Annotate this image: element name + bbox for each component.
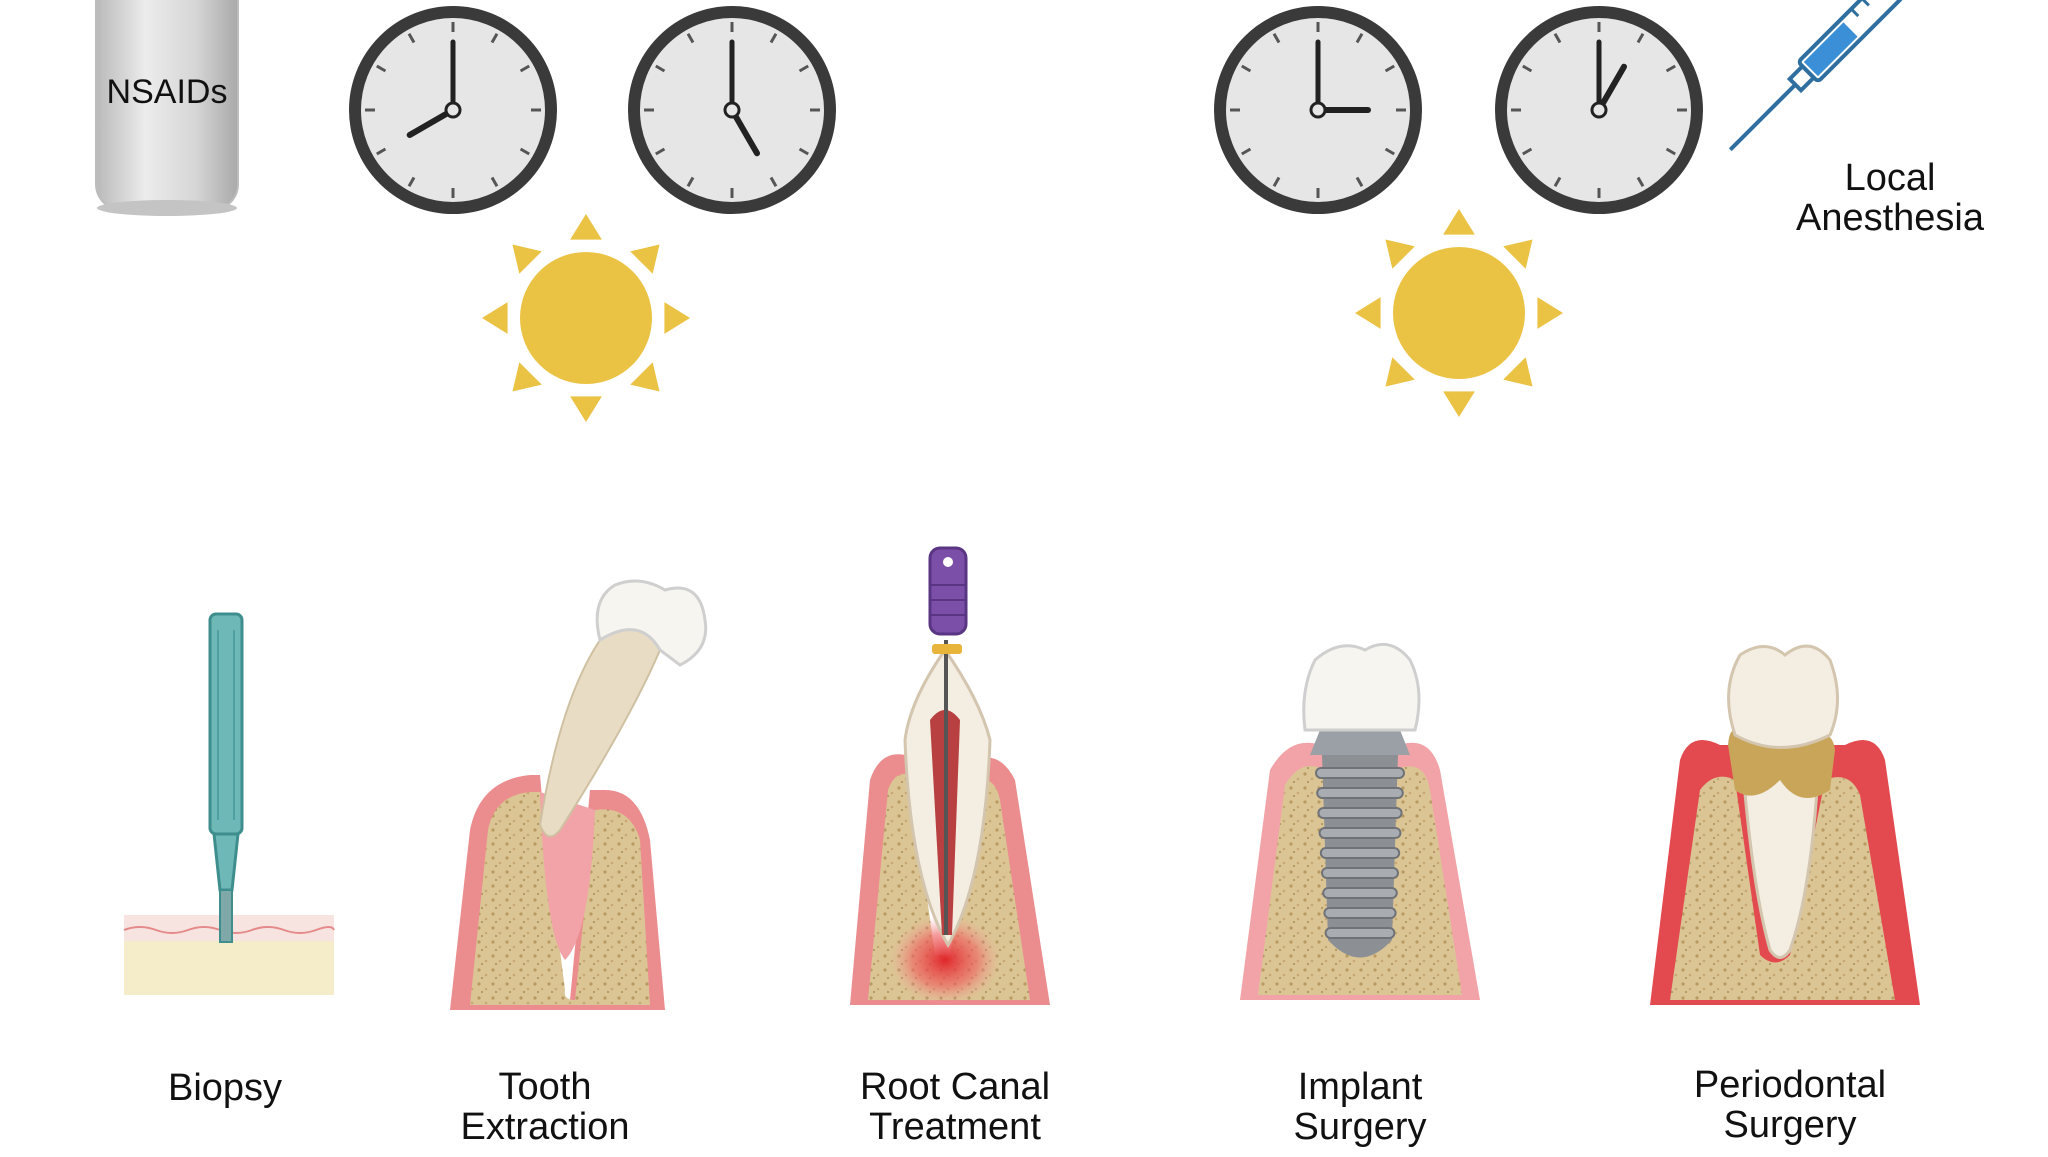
procedure-label-periodontal: Periodontal Surgery [1665,1065,1915,1145]
sun-icon-1 [482,214,690,422]
nsaids-label: NSAIDs [106,73,228,111]
biopsy-label: Biopsy [167,1067,283,1109]
local-anesthesia-line1: Local [1844,157,1936,199]
root-canal-illustration [850,546,1050,1005]
implant-surgery-illustration [1240,642,1480,1000]
periodontal-line1: Periodontal [1693,1064,1887,1106]
syringe-icon [1728,0,1904,152]
clock-5-oclock-icon [628,6,836,214]
procedure-label-biopsy: Biopsy [130,1068,320,1108]
periodontal-line2: Surgery [1723,1104,1857,1146]
implant-line1: Implant [1297,1066,1423,1108]
local-anesthesia-label: Local Anesthesia [1785,158,1995,238]
tooth-extraction-line1: Tooth [498,1066,592,1108]
nsaids-bottle-icon [95,0,239,216]
sun-icon-2 [1355,209,1563,417]
implant-line2: Surgery [1293,1106,1427,1148]
tooth-extraction-illustration [450,579,708,1010]
procedure-label-implant: Implant Surgery [1260,1067,1460,1147]
tooth-extraction-line2: Extraction [460,1106,630,1148]
biopsy-illustration [123,612,335,995]
local-anesthesia-line2: Anesthesia [1795,197,1984,239]
clock-1-oclock-icon [1495,6,1703,214]
root-canal-line2: Treatment [869,1106,1041,1148]
sun-group [482,209,1563,422]
periodontal-surgery-illustration [1650,644,1920,1005]
clock-8-oclock-icon [349,6,557,214]
root-canal-line1: Root Canal [859,1066,1051,1108]
procedure-label-root-canal: Root Canal Treatment [840,1067,1070,1147]
procedure-label-tooth-extraction: Tooth Extraction [440,1067,650,1147]
implant-screw-icon [1315,755,1405,958]
clock-3-oclock-icon [1214,6,1422,214]
clock-group [349,6,1703,214]
